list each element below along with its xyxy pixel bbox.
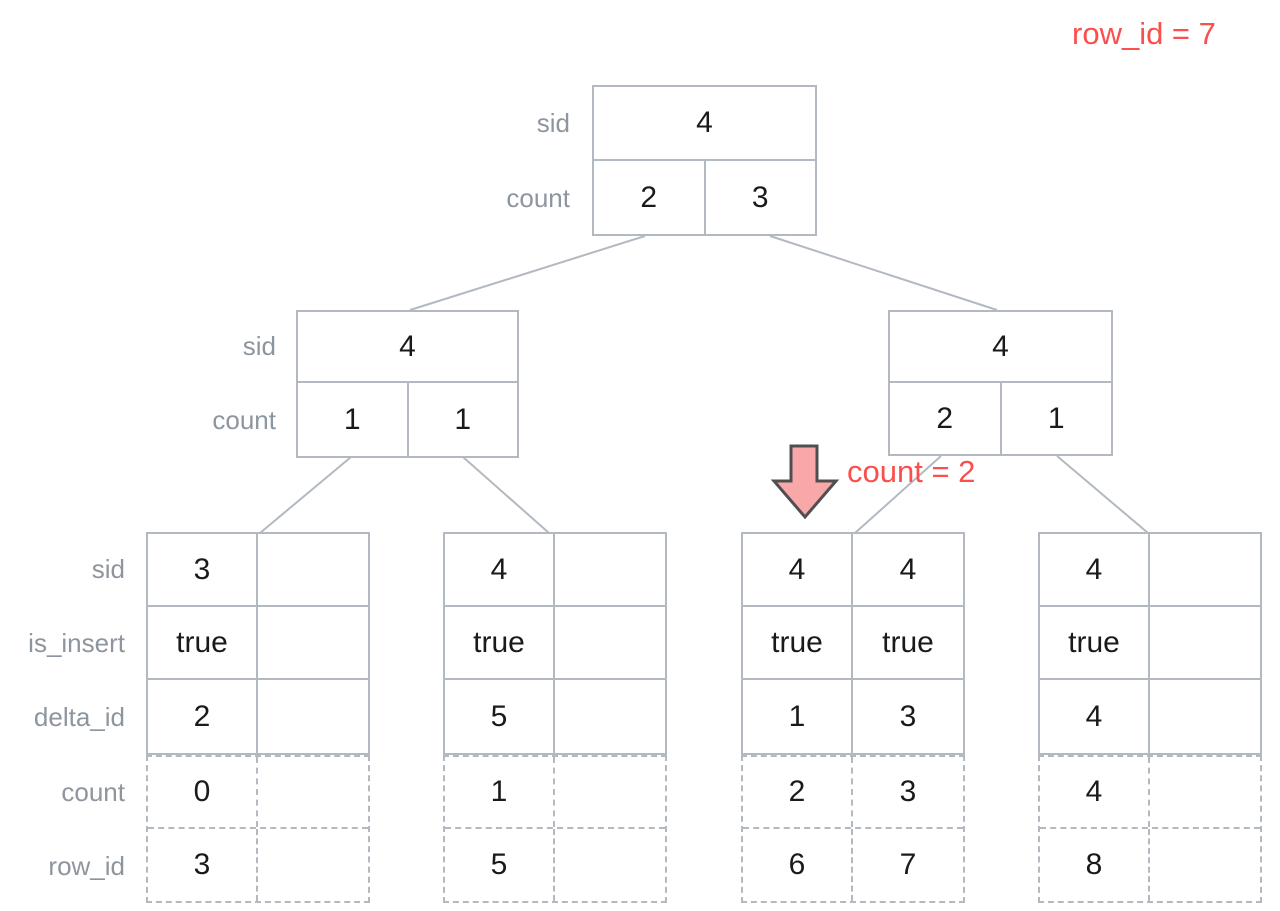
left-child-count-left-value: 1 xyxy=(343,402,361,436)
root-count-left-value: 2 xyxy=(640,180,658,214)
leaf-cell: 5 xyxy=(490,848,508,881)
table-row: 8 xyxy=(1040,829,1260,901)
table-row: 4 xyxy=(1040,534,1260,607)
table-row: 6 7 xyxy=(743,829,963,901)
leaf-cell: 3 xyxy=(899,699,917,733)
leaf-cell: 4 xyxy=(899,552,917,586)
tree-edge xyxy=(769,235,998,311)
leaf-cell: 2 xyxy=(193,699,211,733)
right-child-count-left-value: 2 xyxy=(936,401,954,435)
tree-node-right: 4 2 1 xyxy=(888,310,1113,456)
table-row: 3 xyxy=(148,534,368,607)
leaf-cell: 5 xyxy=(490,699,508,733)
table-row: 4 xyxy=(1040,757,1260,829)
leaf-row-label-delta-id: delta_id xyxy=(33,702,125,732)
left-child-count-label: count xyxy=(212,405,276,435)
left-child-count-right-value: 1 xyxy=(454,402,472,436)
right-child-sid-value: 4 xyxy=(992,329,1009,363)
table-row: 5 xyxy=(445,829,665,901)
root-sid-label: sid xyxy=(536,108,570,138)
table-row: true xyxy=(1040,607,1260,680)
leaf-cell: true xyxy=(771,625,823,659)
count-annotation: count = 2 xyxy=(847,454,976,489)
leaf-node-1: 3 true 2 0 3 xyxy=(146,532,370,903)
leaf-cell: 1 xyxy=(788,699,806,733)
leaf-cell: true xyxy=(473,625,525,659)
table-row: 4 xyxy=(445,534,665,607)
leaf-cell: 4 xyxy=(1085,699,1103,733)
tree-edge xyxy=(854,455,942,534)
row-id-annotation: row_id = 7 xyxy=(1072,16,1216,51)
leaf-node-4: 4 true 4 4 8 xyxy=(1038,532,1262,903)
left-child-sid-value: 4 xyxy=(399,329,416,363)
table-row: 2 3 xyxy=(743,757,963,829)
table-row: 5 xyxy=(445,680,665,753)
tree-edge xyxy=(1056,455,1149,534)
root-count-right-value: 3 xyxy=(751,180,769,214)
leaf-cell: 0 xyxy=(193,775,211,808)
table-row: 4 4 xyxy=(743,534,963,607)
table-row: 0 xyxy=(148,757,368,829)
table-row: 1 xyxy=(445,757,665,829)
table-row: true xyxy=(445,607,665,680)
leaf-cell: 8 xyxy=(1085,848,1103,881)
leaf-row-label-is-insert: is_insert xyxy=(28,628,125,658)
leaf-cell: 2 xyxy=(788,775,806,808)
leaf-cell: 4 xyxy=(788,552,806,586)
table-row: true xyxy=(148,607,368,680)
leaf-cell: 4 xyxy=(1085,775,1103,808)
table-row: 2 xyxy=(148,680,368,753)
table-row: true true xyxy=(743,607,963,680)
leaf-cell: 6 xyxy=(788,848,806,881)
leaf-cell: 3 xyxy=(193,552,211,586)
table-row: 3 xyxy=(148,829,368,901)
leaf-node-3: 4 4 true true 1 3 2 3 6 7 xyxy=(741,532,965,903)
down-arrow-icon xyxy=(770,444,840,520)
tree-node-root: 4 2 3 xyxy=(592,85,817,236)
root-sid-value: 4 xyxy=(696,106,713,139)
leaf-row-label-count: count xyxy=(61,777,125,807)
tree-edge xyxy=(259,456,352,534)
leaf-row-label-sid: sid xyxy=(91,554,125,584)
leaf-cell: true xyxy=(176,625,228,659)
leaf-node-2: 4 true 5 1 5 xyxy=(443,532,667,903)
leaf-cell: true xyxy=(1068,625,1120,659)
table-row: 1 3 xyxy=(743,680,963,753)
leaf-cell: 7 xyxy=(899,848,917,881)
tree-edge xyxy=(462,456,550,534)
leaf-cell: 1 xyxy=(490,775,508,808)
root-count-label: count xyxy=(506,183,570,213)
leaf-cell: 4 xyxy=(1085,552,1103,586)
leaf-row-label-row-id: row_id xyxy=(48,851,125,881)
leaf-cell: 4 xyxy=(490,552,508,586)
leaf-cell: 3 xyxy=(899,775,917,808)
leaf-cell: 3 xyxy=(193,848,211,881)
table-row: 4 xyxy=(1040,680,1260,753)
tree-edge xyxy=(409,235,646,311)
left-child-sid-label: sid xyxy=(242,331,276,361)
tree-node-left: 4 1 1 xyxy=(296,310,519,458)
leaf-cell: true xyxy=(882,625,934,659)
right-child-count-right-value: 1 xyxy=(1047,401,1065,435)
